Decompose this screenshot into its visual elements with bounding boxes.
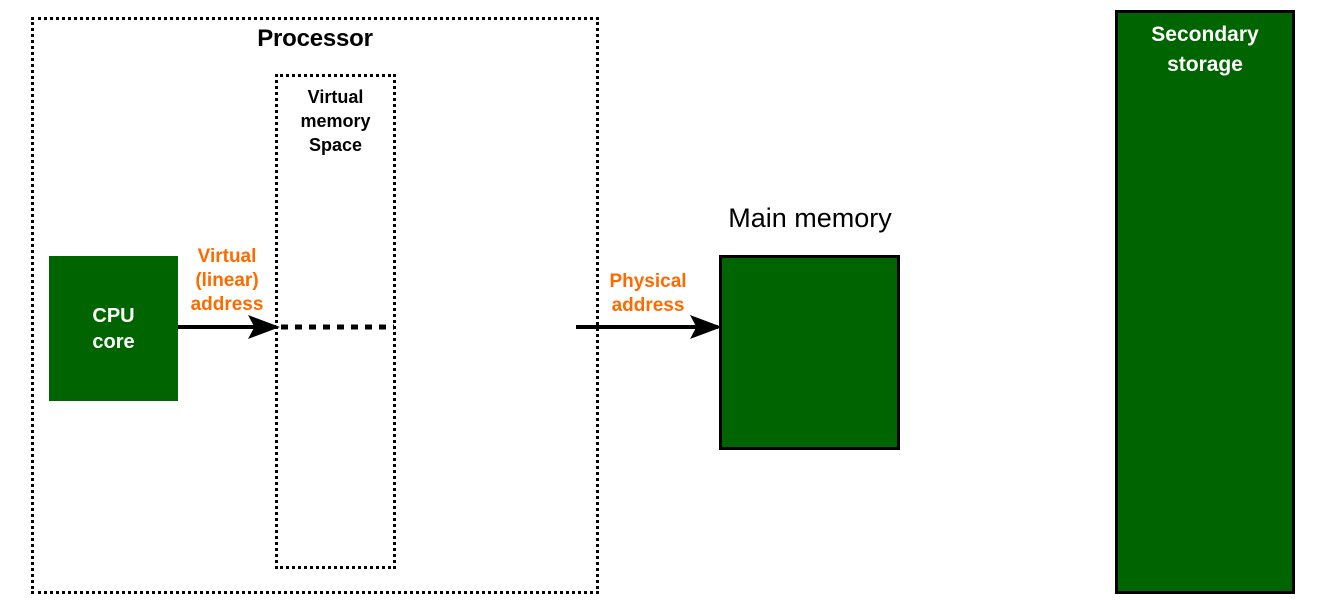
physical-address-label-line-1: Physical	[609, 271, 687, 292]
secondary-storage-label-line-1: Secondary	[1151, 23, 1259, 46]
main-memory-title: Main memory	[728, 203, 892, 233]
secondary-storage-label: Secondary storage	[1115, 20, 1295, 80]
virtual-address-label-line-3: address	[190, 294, 264, 315]
processor-container	[31, 17, 599, 594]
main-memory-block	[719, 255, 900, 450]
virtual-address-label-line-2: (linear)	[195, 270, 259, 291]
physical-address-label-line-2: address	[611, 295, 685, 316]
secondary-storage-label-line-2: storage	[1167, 53, 1243, 76]
cpu-core-label-line-1: CPU	[92, 304, 135, 327]
processor-title: Processor	[257, 25, 373, 52]
virtual-memory-space-label-line-3: Space	[308, 135, 363, 155]
cpu-core-block: CPU core	[49, 256, 178, 401]
virtual-memory-space-label-line-2: memory	[300, 111, 371, 131]
cpu-core-label: CPU core	[92, 303, 134, 355]
secondary-storage-block	[1115, 10, 1295, 594]
virtual-address-label-line-1: Virtual	[197, 246, 257, 267]
virtual-memory-space-label: Virtual memory Space	[275, 85, 396, 157]
physical-address-label: Physical address	[596, 270, 700, 318]
virtual-memory-space-label-line-1: Virtual	[307, 87, 364, 107]
cpu-core-label-line-2: core	[92, 330, 135, 353]
virtual-address-label: Virtual (linear) address	[175, 245, 279, 317]
